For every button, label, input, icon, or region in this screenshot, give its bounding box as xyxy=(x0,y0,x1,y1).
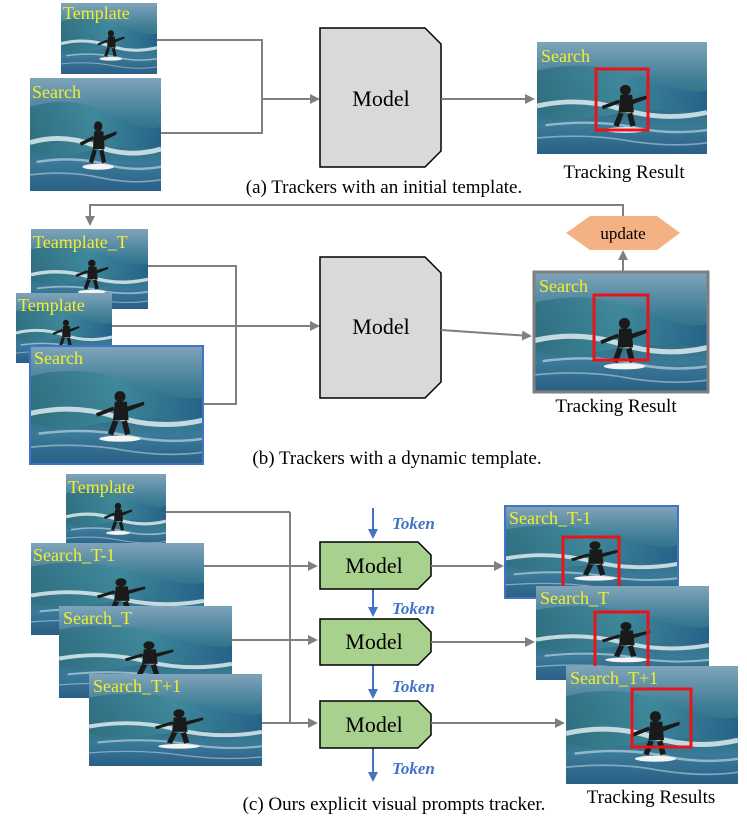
panel-c-output-label: Search_T xyxy=(540,588,609,608)
panel-c-model-box-2 xyxy=(319,618,432,666)
panel-c-output-image-t-plus-1: Search_T+1 xyxy=(566,666,738,784)
panel-b-arrow-to-result xyxy=(440,329,532,341)
panel-b-search-label: Search xyxy=(34,348,83,368)
panel-a-result-search-label: Search xyxy=(541,46,590,66)
panel-b-bounding-box xyxy=(592,293,650,362)
panel-c-output-label: Search_T-1 xyxy=(509,508,591,528)
panel-a-merge-line xyxy=(157,39,263,134)
panel-b-search-image: Search xyxy=(29,345,204,465)
panel-a-model-box xyxy=(319,27,442,168)
panel-a-search-label: Search xyxy=(32,82,81,102)
panel-c-output-image-t-minus-1: Search_T-1 xyxy=(504,505,679,599)
panel-b-result-caption: Tracking Result xyxy=(555,396,677,417)
panel-c-caption: (c) Ours explicit visual prompts tracker… xyxy=(243,794,546,815)
panel-c-input-image-t: Search_T xyxy=(59,606,232,698)
panel-b: update Teamplate_T Template Search Model… xyxy=(16,204,710,469)
panel-b-merge-line xyxy=(148,265,237,405)
panel-c-token-label: Token xyxy=(392,514,435,533)
panel-c-model-label: Model xyxy=(345,712,402,737)
panel-c-input-label: Search_T-1 xyxy=(33,545,115,565)
panel-b-template-label: Template xyxy=(18,295,85,315)
panel-a-template-label: Template xyxy=(63,3,130,23)
panel-c-output-image-t: Search_T xyxy=(536,586,709,680)
panel-a-caption: (a) Trackers with an initial template. xyxy=(246,177,522,198)
panel-c: Template Search_T-1 Search_T Search_T+1 … xyxy=(31,474,738,815)
panel-c-input-image-t-minus-1: Search_T-1 xyxy=(31,543,204,635)
panel-b-model-box xyxy=(319,256,442,399)
panel-b-result-search-label: Search xyxy=(539,276,588,296)
panel-b-feedback-line xyxy=(85,204,624,226)
panel-b-model-label: Model xyxy=(352,314,409,339)
panel-a-model-label: Model xyxy=(352,86,409,111)
panel-b-caption: (b) Trackers with a dynamic template. xyxy=(252,448,541,469)
panel-c-input-label: Search_T+1 xyxy=(93,676,181,696)
panel-c-model-label: Model xyxy=(345,553,402,578)
panel-c-result-caption: Tracking Results xyxy=(587,787,716,808)
panel-a-result-image: Search xyxy=(537,42,707,154)
panel-b-update-label: update xyxy=(600,224,645,243)
panel-c-template-image: Template xyxy=(66,474,166,549)
panel-b-dynamic-template-label: Teamplate_T xyxy=(33,232,128,252)
panel-c-model-label: Model xyxy=(345,629,402,654)
panel-b-result-image: Search xyxy=(532,270,710,394)
panel-c-input-image-t-plus-1: Search_T+1 xyxy=(89,674,262,766)
panel-c-input-label: Search_T xyxy=(63,608,132,628)
panel-c-model-box-3 xyxy=(319,700,432,749)
panel-c-template-label: Template xyxy=(68,477,135,497)
panel-a: Template Search Model Search Tracking Re… xyxy=(30,3,707,198)
panel-a-result-caption: Tracking Result xyxy=(563,162,685,183)
panel-a-template-image: Template xyxy=(61,3,157,74)
panel-c-token-label: Token xyxy=(392,677,435,696)
panel-b-template-image: Template xyxy=(16,293,112,363)
panel-b-update-diamond xyxy=(566,216,680,250)
panel-a-bounding-box xyxy=(594,67,650,132)
panel-b-dynamic-template-image: Teamplate_T xyxy=(31,229,148,309)
panel-c-token-label: Token xyxy=(392,759,435,778)
panel-c-model-box-1 xyxy=(319,541,432,590)
panel-c-token-label: Token xyxy=(392,599,435,618)
panel-c-bounding-box-3 xyxy=(630,687,693,749)
panel-a-search-image: Search xyxy=(30,78,161,191)
panel-c-output-label: Search_T+1 xyxy=(570,668,658,688)
